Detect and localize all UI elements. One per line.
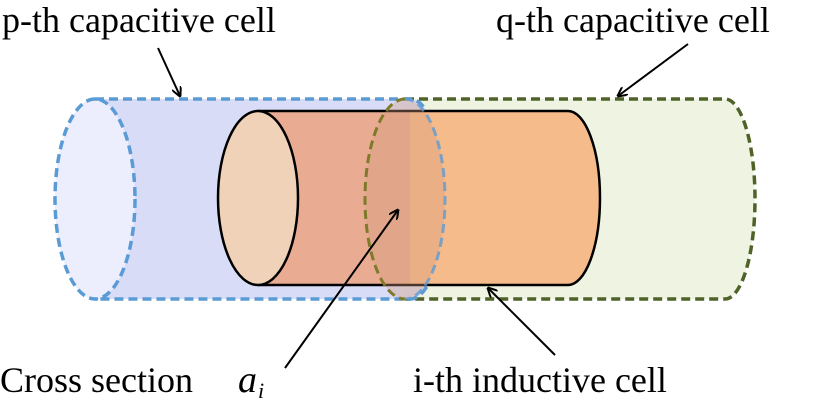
cross-section-left-arc [363, 97, 406, 301]
label-cross-section: Cross section [0, 360, 193, 400]
cross-section-ellipse [363, 97, 447, 301]
label-p-capacitive-cell: p-th capacitive cell [2, 0, 276, 40]
p-cell-front-face [55, 99, 135, 299]
arrow-cross-section [284, 210, 398, 369]
label-cross-section-subscript: i [258, 378, 264, 400]
q-cell-outline [405, 97, 757, 301]
inductive-cell-overlap [258, 111, 410, 285]
arrow-p-cell [157, 47, 180, 96]
label-q-capacitive-cell: q-th capacitive cell [496, 0, 770, 40]
cross-section-right-arc [404, 97, 447, 301]
label-cross-section-symbol: a [238, 359, 257, 400]
cross-section-fill [365, 99, 445, 299]
inductive-cell-cap [216, 109, 300, 287]
i-inductive-cell [216, 109, 602, 287]
arrow-q-cell [618, 43, 689, 96]
inductive-cell-outline [258, 109, 602, 287]
p-cell-front-rim [53, 97, 137, 301]
arrow-inductive-cell [488, 288, 556, 356]
label-i-inductive-cell: i-th inductive cell [413, 360, 667, 400]
